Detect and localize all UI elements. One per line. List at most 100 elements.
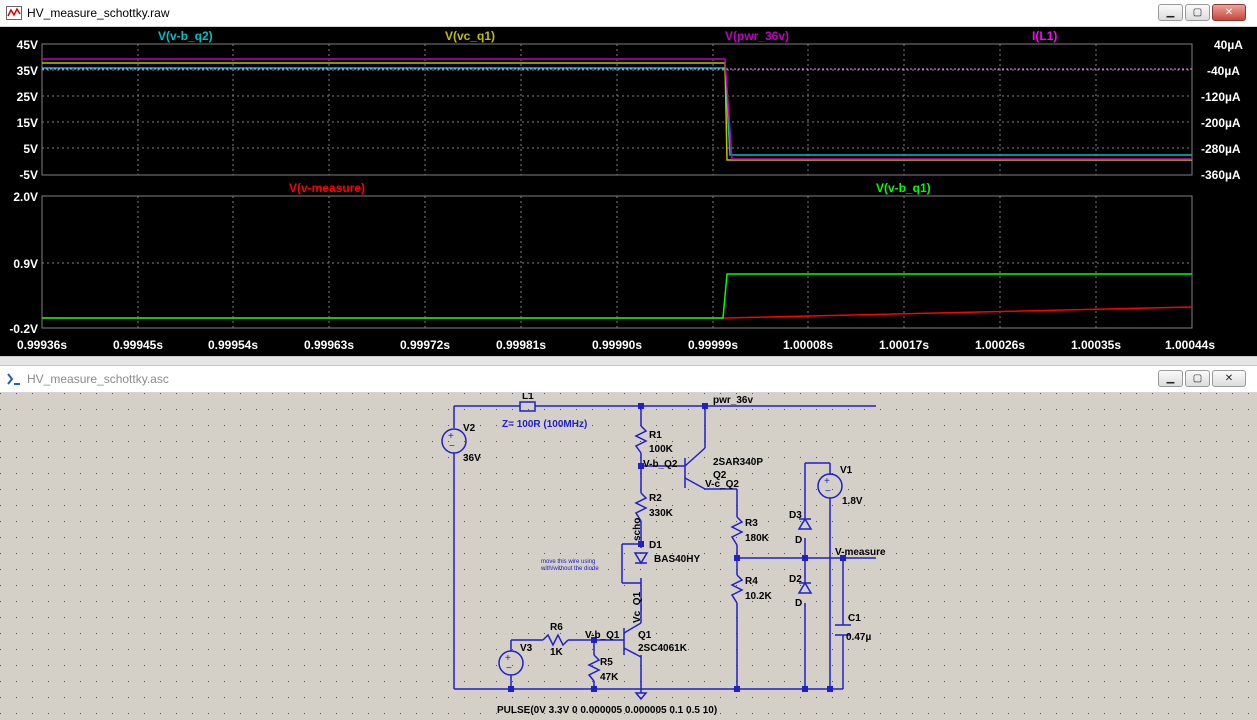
net-vb-q1: V-b_Q1 bbox=[585, 630, 620, 641]
trace-label-pwr-36v[interactable]: V(pwr_36v) bbox=[725, 29, 789, 43]
svg-text:−: − bbox=[825, 486, 831, 497]
close-button[interactable]: ✕ bbox=[1212, 4, 1246, 21]
label-c1: C1 bbox=[848, 613, 861, 624]
label-r6-value: 1K bbox=[550, 647, 564, 658]
top-left-tick: 25V bbox=[17, 90, 38, 104]
close-icon: ✕ bbox=[1225, 373, 1233, 384]
bottom-pane: V(v-measure) V(v-b_q1) 2.0V 0.9V -0.2V bbox=[9, 181, 1192, 336]
trace-label-v-measure[interactable]: V(v-measure) bbox=[289, 181, 365, 195]
minimize-icon: ▁ bbox=[1167, 7, 1175, 18]
top-right-tick: -200µA bbox=[1201, 116, 1241, 130]
label-r2-value: 330K bbox=[649, 508, 674, 519]
note-line-1: move this wire using bbox=[541, 559, 595, 565]
x-tick: 0.99999s bbox=[688, 338, 738, 352]
top-left-tick: 5V bbox=[23, 142, 38, 156]
net-pwr-36v: pwr_36v bbox=[713, 395, 753, 406]
x-tick: 1.00026s bbox=[975, 338, 1025, 352]
label-v2-value: 36V bbox=[463, 453, 481, 464]
top-right-tick: -360µA bbox=[1201, 168, 1241, 182]
label-v3: V3 bbox=[520, 643, 533, 654]
label-d1: D1 bbox=[649, 540, 662, 551]
waveform-window-title: HV_measure_schottky.raw bbox=[27, 6, 170, 20]
x-tick: 0.99981s bbox=[496, 338, 546, 352]
top-right-tick: -280µA bbox=[1201, 142, 1241, 156]
x-tick: 1.00044s bbox=[1165, 338, 1215, 352]
label-r3: R3 bbox=[745, 518, 758, 529]
net-v-measure: V-measure bbox=[835, 547, 886, 558]
label-r1: R1 bbox=[649, 430, 662, 441]
x-tick: 0.99963s bbox=[304, 338, 354, 352]
bottom-grid bbox=[42, 196, 1192, 328]
close-button[interactable]: ✕ bbox=[1212, 370, 1246, 387]
schematic-window-title: HV_measure_schottky.asc bbox=[27, 372, 169, 386]
x-tick: 0.99954s bbox=[208, 338, 258, 352]
top-right-tick: 40µA bbox=[1214, 38, 1243, 52]
x-tick: 0.99990s bbox=[592, 338, 642, 352]
label-l1: L1 bbox=[522, 393, 534, 402]
schematic-app-icon bbox=[6, 372, 22, 386]
maximize-icon: ▢ bbox=[1193, 7, 1202, 18]
label-d1-value: BAS40HY bbox=[654, 554, 700, 565]
bottom-tick: -0.2V bbox=[9, 322, 38, 336]
label-d2: D2 bbox=[789, 574, 802, 585]
label-r3-value: 180K bbox=[745, 533, 770, 544]
pulse-spec: PULSE(0V 3.3V 0 0.000005 0.000005 0.1 0.… bbox=[497, 705, 717, 716]
label-q1: Q1 bbox=[638, 630, 652, 641]
net-vc-q1: Vc_Q1 bbox=[632, 591, 643, 623]
trace-label-vc-q1[interactable]: V(vc_q1) bbox=[445, 29, 495, 43]
window-divider bbox=[0, 356, 1257, 366]
svg-text:−: − bbox=[449, 441, 455, 452]
bottom-tick: 2.0V bbox=[13, 190, 38, 204]
label-d3-value: D bbox=[795, 535, 802, 546]
waveform-titlebar[interactable]: HV_measure_schottky.raw ▁ ▢ ✕ bbox=[0, 0, 1257, 27]
trace-label-v-b-q1[interactable]: V(v-b_q1) bbox=[876, 181, 931, 195]
schematic-titlebar[interactable]: HV_measure_schottky.asc ▁ ▢ ✕ bbox=[0, 366, 1257, 393]
label-r5: R5 bbox=[600, 657, 613, 668]
top-left-tick: 15V bbox=[17, 116, 38, 130]
x-tick: 0.99945s bbox=[113, 338, 163, 352]
label-c1-value: 0.47µ bbox=[846, 632, 871, 643]
minimize-icon: ▁ bbox=[1167, 373, 1175, 384]
trace-label-i-l1[interactable]: I(L1) bbox=[1032, 29, 1057, 43]
top-right-tick: -120µA bbox=[1201, 90, 1241, 104]
bottom-tick: 0.9V bbox=[13, 257, 38, 271]
svg-text:−: − bbox=[506, 663, 512, 674]
waveform-window: HV_measure_schottky.raw ▁ ▢ ✕ V(v-b_q2) … bbox=[0, 0, 1257, 356]
top-left-tick: 35V bbox=[17, 64, 38, 78]
waveform-app-icon bbox=[6, 6, 22, 20]
label-l1-value: Z= 100R (100MHz) bbox=[502, 419, 587, 430]
maximize-button[interactable]: ▢ bbox=[1185, 4, 1210, 21]
label-r6: R6 bbox=[550, 622, 563, 633]
minimize-button[interactable]: ▁ bbox=[1158, 4, 1183, 21]
label-r1-value: 100K bbox=[649, 444, 674, 455]
x-tick: 0.99936s bbox=[17, 338, 67, 352]
label-r4-value: 10.2K bbox=[745, 591, 772, 602]
x-tick: 1.00008s bbox=[783, 338, 833, 352]
label-d2-value: D bbox=[795, 598, 802, 609]
net-scho: scho bbox=[632, 518, 643, 541]
schematic-window: HV_measure_schottky.asc ▁ ▢ ✕ bbox=[0, 366, 1257, 720]
label-d3: D3 bbox=[789, 510, 802, 521]
x-tick: 1.00035s bbox=[1071, 338, 1121, 352]
label-r5-value: 47K bbox=[600, 672, 619, 683]
net-vb-q2: V-b_Q2 bbox=[643, 459, 678, 470]
label-v1-value: 1.8V bbox=[842, 496, 863, 507]
label-q2-type: 2SAR340P bbox=[713, 457, 763, 468]
top-right-tick: -40µA bbox=[1207, 64, 1240, 78]
top-left-tick: 45V bbox=[17, 38, 38, 52]
maximize-icon: ▢ bbox=[1193, 373, 1202, 384]
close-icon: ✕ bbox=[1225, 7, 1233, 18]
note-line-2: with/without the diode bbox=[540, 566, 599, 572]
trace-v-b-q2 bbox=[42, 68, 1192, 155]
label-r2: R2 bbox=[649, 493, 662, 504]
label-v1: V1 bbox=[840, 465, 853, 476]
label-r4: R4 bbox=[745, 576, 758, 587]
x-tick: 1.00017s bbox=[879, 338, 929, 352]
top-pane: V(v-b_q2) V(vc_q1) V(pwr_36v) I(L1) 45V … bbox=[17, 29, 1244, 182]
maximize-button[interactable]: ▢ bbox=[1185, 370, 1210, 387]
label-q1-type: 2SC4061K bbox=[638, 643, 688, 654]
waveform-plot-area[interactable]: V(v-b_q2) V(vc_q1) V(pwr_36v) I(L1) 45V … bbox=[0, 27, 1257, 356]
schematic-canvas[interactable]: +− +− +− bbox=[0, 393, 1257, 720]
trace-label-v-b-q2[interactable]: V(v-b_q2) bbox=[158, 29, 213, 43]
minimize-button[interactable]: ▁ bbox=[1158, 370, 1183, 387]
